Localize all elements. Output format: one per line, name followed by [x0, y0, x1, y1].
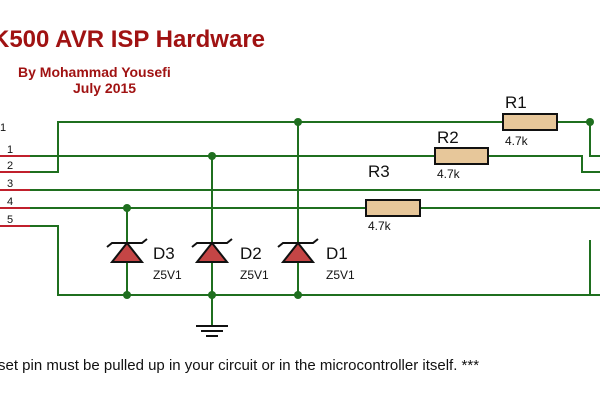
pin-3-label: 3: [7, 178, 13, 190]
resistor-ref: R2: [437, 128, 459, 147]
zener-diode-d2: D2 Z5V1: [191, 238, 269, 282]
page-title: K500 AVR ISP Hardware: [0, 26, 265, 53]
junction-dot: [294, 291, 302, 299]
pin-4-label: 4: [7, 196, 13, 208]
junctions: [123, 118, 594, 299]
wire-r1-right: [557, 121, 600, 157]
junction-dot: [123, 204, 131, 212]
zener-diode-d3: D3 Z5V1: [106, 238, 182, 282]
resistor-r3: R3 4.7k: [365, 162, 421, 233]
wires: [30, 121, 600, 326]
resistor-value: 4.7k: [368, 219, 392, 233]
connector-pins: 1 2 3 4 5: [0, 144, 30, 227]
resistor-body: [502, 113, 558, 131]
diode-type: Z5V1: [240, 268, 269, 282]
resistor-body: [434, 147, 489, 165]
diode-triangle: [280, 241, 316, 263]
diode-ref: D1: [326, 244, 348, 263]
pin-5-label: 5: [7, 214, 13, 226]
junction-dot: [123, 291, 131, 299]
date-line: July 2015: [73, 80, 136, 96]
ground-symbol: [196, 325, 228, 337]
wire-pin5: [30, 225, 600, 296]
pin-1-label: 1: [7, 144, 13, 156]
junction-dot: [586, 118, 594, 126]
resistor-ref: R3: [368, 162, 390, 181]
zener-diode-d1: D1 Z5V1: [277, 238, 355, 282]
resistor-r2: R2 4.7k: [434, 128, 489, 181]
wire-top-bus: [30, 121, 503, 173]
resistor-ref: R1: [505, 93, 527, 112]
junction-dot: [208, 152, 216, 160]
diode-cathode-bar: [191, 238, 233, 248]
junction-dot: [294, 118, 302, 126]
footnote-text: set pin must be pulled up in your circui…: [0, 357, 479, 374]
diode-triangle: [109, 241, 145, 263]
resistor-r1: R1 4.7k: [502, 93, 558, 148]
wire-r2-right: [488, 155, 600, 173]
diode-triangle: [194, 241, 230, 263]
resistor-value: 4.7k: [437, 167, 461, 181]
junction-dot: [208, 291, 216, 299]
diode-ref: D3: [153, 244, 175, 263]
diode-cathode-bar: [277, 238, 319, 248]
pin-2-label: 2: [7, 160, 13, 172]
diode-type: Z5V1: [326, 268, 355, 282]
diode-type: Z5V1: [153, 268, 182, 282]
author-line: By Mohammad Yousefi: [18, 64, 171, 80]
connector-ref-fragment: 1: [0, 122, 6, 134]
diode-ref: D2: [240, 244, 262, 263]
resistor-value: 4.7k: [505, 134, 529, 148]
resistor-body: [365, 199, 421, 217]
diode-cathode-bar: [106, 238, 148, 248]
